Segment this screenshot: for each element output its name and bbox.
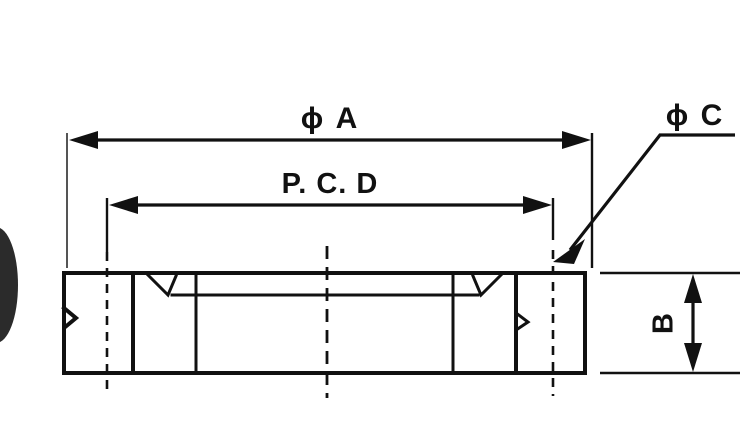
dimension-b: B	[600, 271, 740, 375]
phi-a-arrow-right-icon	[562, 131, 591, 149]
b-arrow-top-icon	[684, 274, 702, 303]
partial-blob-left	[0, 227, 18, 343]
chamfer-notch-right-icon	[471, 272, 504, 298]
break-mark-right-icon	[513, 310, 531, 333]
section-outer-rectangle	[62, 271, 587, 375]
dimension-phi-c: ϕ C	[553, 99, 735, 264]
phi-a-arrow-left-icon	[69, 131, 98, 149]
phi-c-label: ϕ C	[666, 99, 725, 132]
break-mark-left-icon	[61, 305, 80, 335]
pcd-arrow-right-icon	[523, 196, 552, 214]
b-label: B	[648, 312, 680, 334]
b-arrow-bottom-icon	[684, 343, 702, 372]
phi-a-label: ϕ A	[301, 102, 360, 135]
dimension-phi-a: ϕ A	[66, 102, 594, 268]
flange-cross-section	[61, 246, 587, 398]
pcd-arrow-left-icon	[109, 196, 138, 214]
chamfer-notch-left-icon	[145, 272, 178, 298]
pcd-label: P. C. D	[282, 168, 379, 200]
phi-c-arrow-icon	[553, 239, 585, 264]
phi-c-leader-line	[568, 133, 735, 251]
